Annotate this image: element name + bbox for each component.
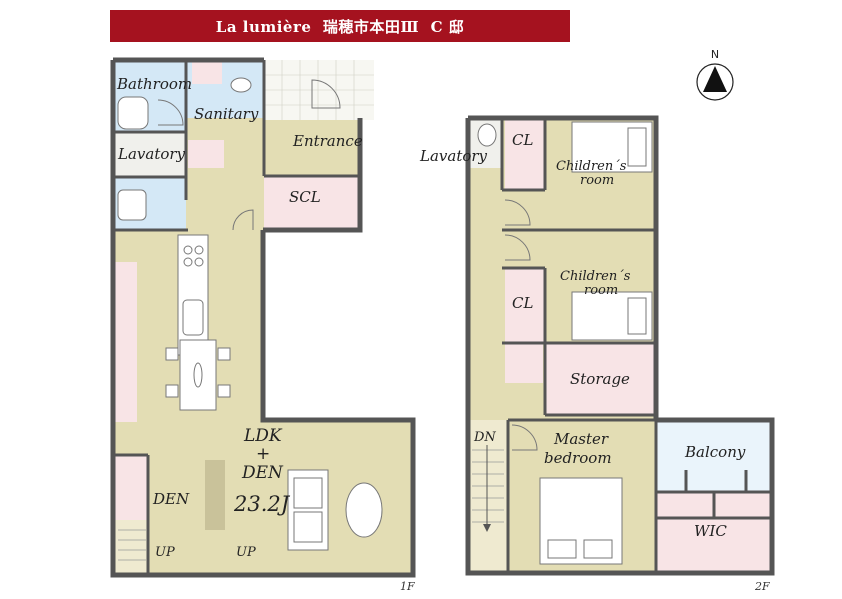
room-label-ldk-plus: + [256,444,271,464]
stair-label-dn: DN [474,430,496,445]
room-label-cl-2: CL [512,294,534,312]
north-arrow-icon [696,63,734,101]
floor-label-1f: 1F [400,580,415,593]
second-floor-plan [465,115,775,576]
north-indicator: N [694,48,736,107]
room-label-childrens-room-2: Children´s [560,269,631,284]
stair-label-up-1: UP [155,545,175,560]
room-area-ldk: 23.2J [234,492,290,516]
room-label-scl: SCL [289,188,321,206]
first-floor-plan [110,57,416,578]
room-label-ldk-den: DEN [242,463,283,483]
room-label-entrance: Entrance [293,132,363,150]
north-label: N [710,48,720,61]
room-label-master: Master [554,430,609,448]
room-label-lavatory-2f: Lavatory [420,147,488,165]
room-label-wic: WIC [694,522,727,540]
room-label-balcony: Balcony [685,443,746,461]
floor-label-2f: 2F [755,580,770,593]
room-label-master-bedroom: bedroom [544,449,612,467]
room-label-ldk: LDK [244,426,282,446]
room-label-childrens-room-2-room: room [584,283,619,298]
room-label-childrens-room-1-room: room [580,173,615,188]
room-label-lavatory-1f: Lavatory [118,145,186,163]
room-label-den: DEN [153,490,190,508]
stair-label-up-2: UP [236,545,256,560]
room-label-bathroom: Bathroom [117,75,193,93]
room-label-cl-1: CL [512,131,534,149]
plan-title: La lumière 瑞穂市本田Ⅲ C 邸 [215,17,465,36]
room-label-storage: Storage [570,370,630,388]
room-label-childrens-room-1: Children´s [556,159,627,174]
title-banner: La lumière 瑞穂市本田Ⅲ C 邸 [110,10,570,42]
room-label-sanitary: Sanitary [194,105,259,123]
